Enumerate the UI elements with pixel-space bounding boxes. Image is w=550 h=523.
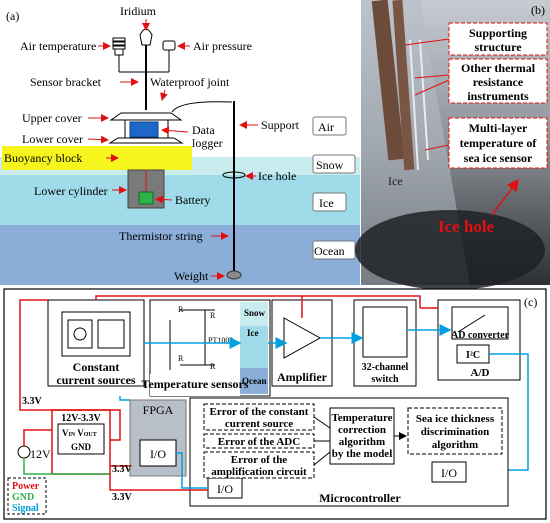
svg-text:current source: current source bbox=[225, 418, 293, 430]
svg-text:GND: GND bbox=[12, 492, 34, 503]
svg-text:I/O: I/O bbox=[150, 447, 166, 461]
label-waterproof-joint: Waterproof joint bbox=[150, 75, 230, 89]
panel-a-tag: (a) bbox=[6, 9, 19, 23]
svg-text:A/D: A/D bbox=[471, 367, 490, 379]
label-sensor-bracket: Sensor bracket bbox=[30, 75, 102, 89]
svg-text:Microcontroller: Microcontroller bbox=[319, 491, 401, 505]
callout-supporting-structure bbox=[448, 22, 548, 56]
svg-text:Power: Power bbox=[12, 481, 40, 492]
iridium-antenna bbox=[139, 28, 153, 46]
svg-text:instruments: instruments bbox=[467, 89, 529, 103]
label-battery: Battery bbox=[175, 193, 210, 207]
dc-source bbox=[17, 445, 31, 459]
panel-c: (c) Constant current sources Snow Ice Oc… bbox=[3, 288, 547, 520]
label-air-pressure: Air pressure bbox=[193, 39, 252, 53]
svg-text:32-channel: 32-channel bbox=[362, 362, 409, 373]
buoyancy-block-shape bbox=[2, 146, 192, 170]
data-logger-box bbox=[129, 121, 159, 138]
svg-text:Supporting: Supporting bbox=[469, 26, 527, 40]
legend-box bbox=[7, 477, 47, 515]
svg-text:3.3V: 3.3V bbox=[22, 396, 43, 407]
svg-text:amplification circuit: amplification circuit bbox=[211, 466, 307, 478]
svg-text:Multi-layer: Multi-layer bbox=[469, 121, 528, 135]
svg-text:Signal: Signal bbox=[12, 503, 39, 514]
svg-text:Error of the constant: Error of the constant bbox=[210, 406, 309, 418]
svg-text:correction: correction bbox=[338, 424, 386, 436]
svg-text:R: R bbox=[210, 362, 216, 371]
svg-text:12V-3.3V: 12V-3.3V bbox=[61, 413, 101, 424]
ice-hole-photo bbox=[355, 210, 545, 290]
label-weight: Weight bbox=[174, 269, 209, 283]
svg-text:temperature of: temperature of bbox=[460, 136, 538, 150]
panel-b: (b) Supporting structure Other thermal r… bbox=[355, 0, 550, 290]
svg-text:Sea ice thickness: Sea ice thickness bbox=[416, 413, 495, 425]
svg-text:I²C: I²C bbox=[466, 350, 480, 361]
svg-text:AD converter: AD converter bbox=[451, 330, 510, 341]
svg-text:by the model: by the model bbox=[332, 448, 393, 460]
svg-text:R: R bbox=[178, 354, 184, 363]
air-temp-sensor bbox=[112, 37, 126, 56]
svg-text:Snow: Snow bbox=[244, 308, 266, 318]
svg-text:Error of the: Error of the bbox=[231, 454, 288, 466]
svg-text:Temperature: Temperature bbox=[331, 412, 392, 424]
svg-text:Ocean: Ocean bbox=[242, 376, 267, 386]
label-data-logger-2: logger bbox=[192, 136, 223, 150]
label-lower-cylinder: Lower cylinder bbox=[34, 184, 108, 198]
svg-text:3.3V: 3.3V bbox=[112, 492, 133, 503]
panel-c-tag: (c) bbox=[524, 295, 537, 309]
svg-text:I/O: I/O bbox=[441, 466, 457, 480]
label-support: Support bbox=[261, 118, 300, 132]
svg-text:VIN VOUT: VIN VOUT bbox=[62, 428, 97, 438]
svg-text:Ice: Ice bbox=[247, 328, 259, 338]
upper-cover-shape bbox=[109, 112, 183, 121]
label-data-logger-1: Data bbox=[192, 123, 215, 137]
layer-ice: Ice bbox=[319, 196, 334, 210]
svg-text:Amplifier: Amplifier bbox=[277, 370, 328, 384]
weight-shape bbox=[226, 270, 242, 280]
callout-thermal-instruments bbox=[448, 58, 548, 104]
svg-text:GND: GND bbox=[71, 442, 92, 452]
layer-air: Air bbox=[318, 120, 334, 134]
label-ice-hole: Ice hole bbox=[258, 169, 296, 183]
svg-text:discrimination: discrimination bbox=[421, 426, 489, 438]
svg-text:resistance: resistance bbox=[473, 75, 524, 89]
svg-text:current sources: current sources bbox=[56, 373, 136, 387]
label-lower-cover: Lower cover bbox=[22, 132, 83, 146]
svg-text:algorithm: algorithm bbox=[339, 436, 385, 448]
air-pressure-sensor bbox=[162, 40, 176, 51]
layer-ocean: Ocean bbox=[314, 244, 345, 258]
svg-text:sea ice sensor: sea ice sensor bbox=[464, 151, 533, 165]
support-pole-photo bbox=[371, 0, 405, 161]
label-upper-cover: Upper cover bbox=[22, 111, 82, 125]
label-iridium: Iridium bbox=[120, 4, 157, 18]
label-thermistor-string: Thermistor string bbox=[119, 229, 203, 243]
battery-shape bbox=[138, 191, 154, 205]
ocean-layer bbox=[0, 225, 360, 285]
svg-text:I/O: I/O bbox=[217, 482, 233, 496]
panel-a: (a) Iridium Air temperature Air pressure… bbox=[0, 4, 360, 285]
svg-text:R: R bbox=[178, 305, 184, 314]
svg-text:PT1000: PT1000 bbox=[208, 336, 233, 345]
layer-snow: Snow bbox=[316, 158, 344, 172]
svg-text:algorithm: algorithm bbox=[432, 439, 478, 451]
svg-text:FPGA: FPGA bbox=[143, 403, 174, 417]
svg-text:12V: 12V bbox=[30, 447, 51, 461]
callout-multilayer-sensor bbox=[448, 117, 548, 169]
svg-text:Constant: Constant bbox=[73, 360, 120, 374]
svg-text:R: R bbox=[210, 311, 216, 320]
label-air-temperature: Air temperature bbox=[20, 39, 96, 53]
ice-layer bbox=[0, 175, 360, 225]
photo-label-ice-hole: Ice hole bbox=[438, 217, 495, 236]
svg-text:Error of the ADC: Error of the ADC bbox=[218, 436, 300, 448]
svg-text:structure: structure bbox=[474, 40, 522, 54]
svg-text:3.3V: 3.3V bbox=[112, 464, 133, 475]
svg-text:switch: switch bbox=[371, 374, 399, 385]
panel-b-tag: (b) bbox=[531, 3, 545, 17]
lower-cover-shape bbox=[108, 137, 184, 144]
photo-label-ice: Ice bbox=[388, 174, 403, 188]
label-buoyancy-block: Buoyancy block bbox=[4, 151, 82, 165]
svg-text:Other thermal: Other thermal bbox=[461, 61, 536, 75]
label-temperature-sensors: Temperature sensors bbox=[142, 377, 249, 391]
